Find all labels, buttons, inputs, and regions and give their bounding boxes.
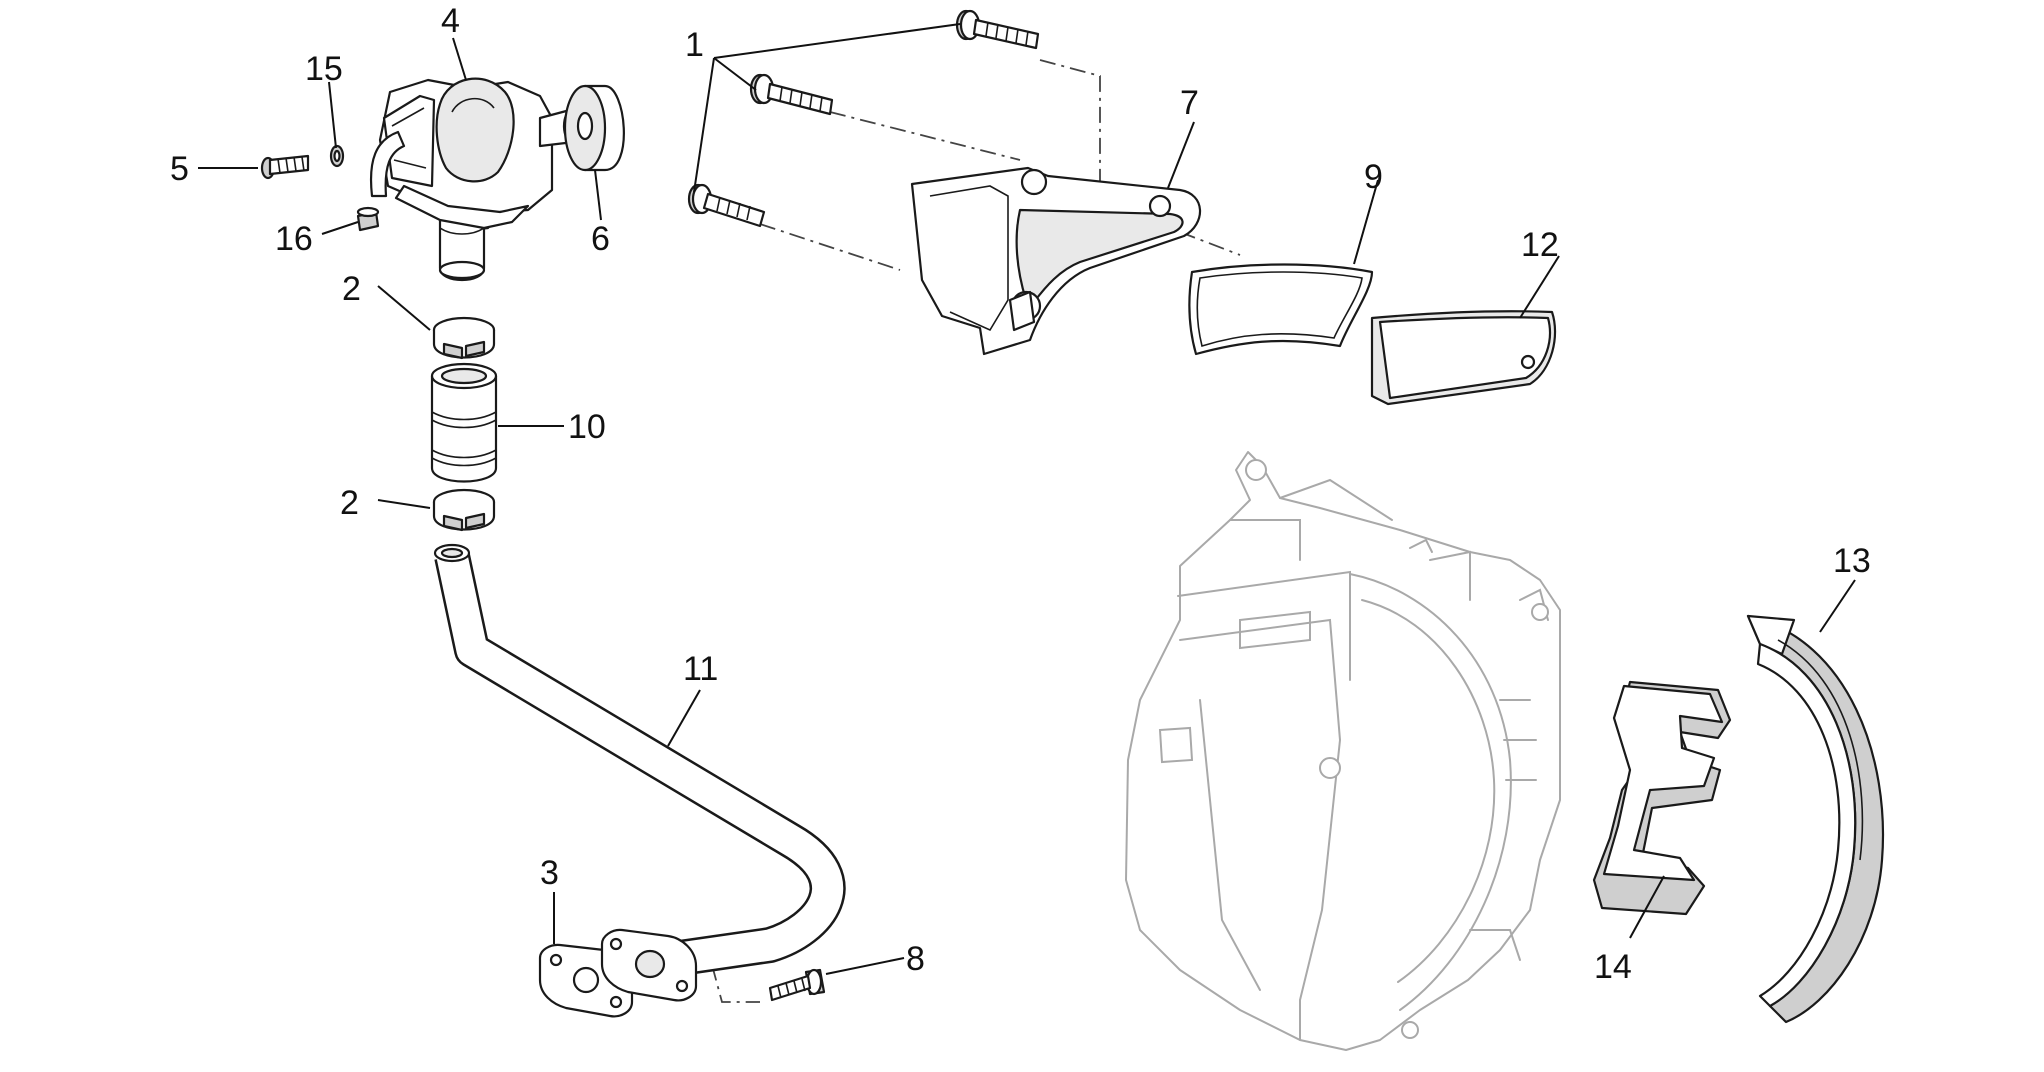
callout-14: 14 [1594,948,1632,986]
hose-clamp-part-2-lower[interactable] [432,488,496,532]
cover-plate-part-12[interactable] [1370,310,1557,406]
grommet-part-6[interactable] [563,84,625,172]
callout-9: 9 [1364,158,1383,196]
duct-segment-part-14[interactable] [1592,680,1732,916]
callout-6: 6 [591,220,610,258]
screw-part-8[interactable] [768,968,826,1002]
callout-11: 11 [683,650,718,688]
callout-labels: 1 4 15 5 16 6 7 9 12 2 10 2 11 13 3 8 14 [170,2,1871,986]
hose-clamp-part-2-upper[interactable] [432,316,496,360]
screw-part-1-middle[interactable] [749,73,834,116]
washer-part-15[interactable] [329,144,345,168]
engine-cover-housing [1125,451,1561,1051]
gasket-part-9[interactable] [1188,263,1374,356]
bracket-part-7[interactable] [910,166,1202,356]
callout-15: 15 [305,50,343,88]
screw-part-1-top[interactable] [955,9,1040,50]
callout-2-lower: 2 [340,484,359,522]
pipe-flange [600,928,698,1002]
callout-1: 1 [685,26,704,64]
screw-part-5[interactable] [260,154,310,180]
callout-12: 12 [1521,226,1559,264]
callout-4: 4 [441,2,460,40]
cap-part-16[interactable] [356,206,380,232]
leader-lines [198,23,1856,975]
callout-7: 7 [1180,84,1199,122]
screw-part-1-bottom[interactable] [687,183,766,228]
callout-3: 3 [540,854,559,892]
hose-sleeve-part-10[interactable] [430,362,498,483]
callout-8: 8 [906,940,925,978]
callout-16: 16 [275,220,313,258]
callout-13: 13 [1833,542,1871,580]
assembly-guide-lines [711,59,1241,1003]
air-pipe-part-11[interactable] [433,543,846,976]
callout-5: 5 [170,150,189,188]
air-valve-part-4[interactable] [369,77,584,281]
deflector-part-13[interactable] [1746,614,1885,1024]
callout-10: 10 [568,408,606,446]
callout-2-upper: 2 [342,270,361,308]
